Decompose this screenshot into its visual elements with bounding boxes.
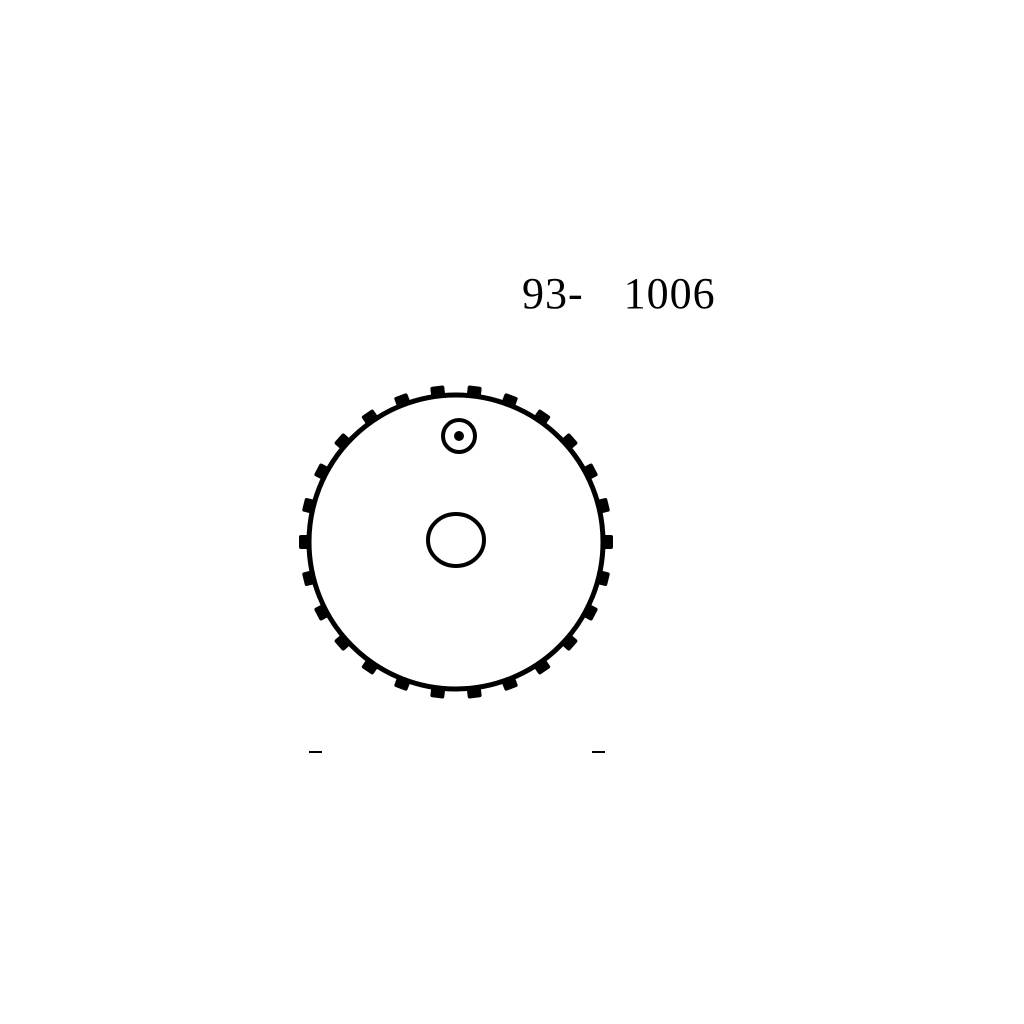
rim-notch [361, 659, 378, 675]
rim-notch [562, 635, 578, 651]
pin-hole-outer [441, 418, 477, 454]
rim-notch [334, 635, 350, 651]
rim-notch [361, 409, 378, 425]
rim-notch [299, 535, 309, 549]
pin-hole-center-dot [454, 431, 464, 441]
part-number-prefix: 93- [522, 269, 584, 318]
rim-notch [562, 433, 578, 449]
center-bore [426, 512, 486, 568]
part-number-label: 93- 1006 [522, 268, 716, 320]
rim-notch [334, 433, 350, 449]
part-number-value: 1006 [623, 269, 716, 318]
disc-outline [306, 392, 606, 692]
rim-notch [534, 659, 551, 675]
rim-notch [534, 409, 551, 425]
rim-notch [603, 535, 613, 549]
